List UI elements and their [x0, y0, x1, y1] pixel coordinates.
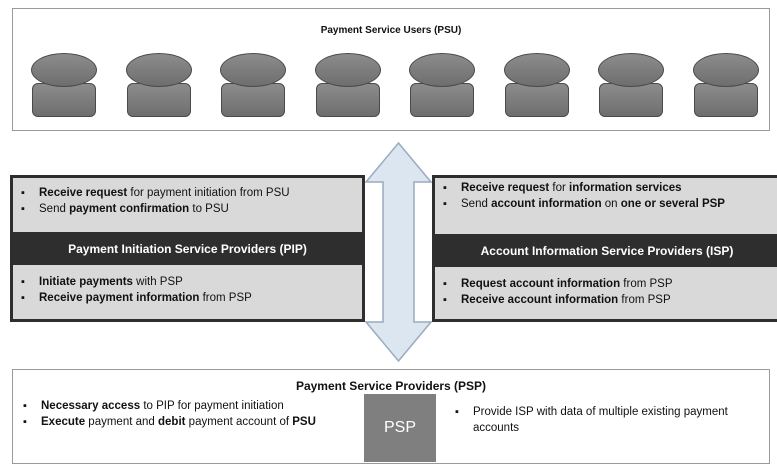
item-text: payment and [85, 416, 158, 428]
psp-group: Payment Service Providers (PSP) Necessar… [12, 369, 770, 464]
item-bold: Receive payment information [39, 292, 200, 304]
list-item: Send account information on one or sever… [441, 196, 773, 212]
list-item: Send payment confirmation to PSU [19, 201, 356, 217]
item-text: for payment initiation from PSU [127, 187, 290, 199]
psu-group: Payment Service Users (PSU) [12, 8, 770, 131]
isp-bottom-list: Request account information from PSP Rec… [441, 276, 773, 308]
user-head [598, 53, 664, 87]
user-body [315, 83, 380, 117]
double-arrow-shape [365, 142, 432, 362]
user-head [31, 53, 97, 87]
user-head [125, 53, 192, 87]
user-icon [220, 53, 286, 119]
item-bold: information services [569, 182, 682, 194]
isp-panel: Receive request for information services… [432, 175, 777, 322]
pip-panel: Receive request for payment initiation f… [10, 175, 365, 322]
item-text: for [549, 182, 570, 194]
user-body [693, 83, 758, 117]
item-text: Provide ISP with data of multiple existi… [473, 406, 728, 434]
user-body [599, 83, 663, 117]
pip-top-list: Receive request for payment initiation f… [19, 185, 356, 217]
item-bold: Receive account information [461, 294, 619, 306]
list-item: Execute payment and debit payment accoun… [21, 414, 361, 430]
user-icon [314, 53, 381, 119]
user-icon [692, 53, 759, 119]
item-text: on [601, 198, 621, 210]
psp-left-list-wrap: Necessary access to PIP for payment init… [21, 398, 361, 430]
psp-square: PSP [364, 394, 436, 462]
user-icon [503, 53, 570, 119]
pip-band-label: Payment Initiation Service Providers (PI… [13, 232, 362, 265]
double-arrow-icon [365, 142, 432, 362]
user-head [314, 53, 381, 87]
user-head [409, 53, 475, 87]
item-text: to PIP for payment initiation [140, 400, 284, 412]
item-bold: Request account information [461, 278, 621, 290]
list-item: Receive request for payment initiation f… [19, 185, 356, 201]
pip-bottom-list: Initiate payments with PSP Receive payme… [19, 274, 356, 306]
item-text: from PSP [618, 294, 671, 306]
psp-left-list: Necessary access to PIP for payment init… [21, 398, 361, 430]
item-bold: Receive request [39, 187, 128, 199]
user-body [410, 83, 474, 117]
list-item: Receive request for information services [441, 180, 773, 196]
item-bold: PSU [292, 416, 316, 428]
item-bold: debit [158, 416, 186, 428]
item-bold: account information [491, 198, 602, 210]
psp-right-list: Provide ISP with data of multiple existi… [453, 404, 753, 436]
item-text: Send [461, 198, 492, 210]
item-text: payment account of [185, 416, 293, 428]
item-bold: payment confirmation [69, 203, 190, 215]
item-bold: one or several PSP [620, 198, 725, 210]
user-head [220, 53, 286, 87]
list-item: Receive payment information from PSP [19, 290, 356, 306]
list-item: Initiate payments with PSP [19, 274, 356, 290]
user-body [504, 83, 569, 117]
item-text: from PSP [199, 292, 252, 304]
isp-band-label: Account Information Service Providers (I… [435, 234, 777, 267]
user-icon [598, 53, 664, 119]
list-item: Necessary access to PIP for payment init… [21, 398, 361, 414]
user-icon [125, 53, 192, 119]
list-item: Receive account information from PSP [441, 292, 773, 308]
item-text: Send [39, 203, 70, 215]
list-item: Provide ISP with data of multiple existi… [453, 404, 753, 436]
user-icon [31, 53, 97, 119]
item-bold: Initiate payments [39, 276, 133, 288]
psp-title: Payment Service Providers (PSP) [295, 379, 487, 393]
user-head [692, 53, 759, 87]
psp-right-list-wrap: Provide ISP with data of multiple existi… [453, 404, 753, 436]
user-body [221, 83, 285, 117]
list-item: Request account information from PSP [441, 276, 773, 292]
item-bold: Execute [41, 416, 86, 428]
user-icon [409, 53, 475, 119]
psu-title: Payment Service Users (PSU) [320, 25, 462, 36]
isp-top-list: Receive request for information services… [441, 180, 773, 212]
item-text: to PSU [189, 203, 229, 215]
user-body [126, 83, 191, 117]
item-bold: Receive request [461, 182, 550, 194]
item-text: from PSP [620, 278, 673, 290]
item-text: with PSP [132, 276, 183, 288]
user-body [32, 83, 96, 117]
user-head [503, 53, 570, 87]
item-bold: Necessary access [41, 400, 141, 412]
